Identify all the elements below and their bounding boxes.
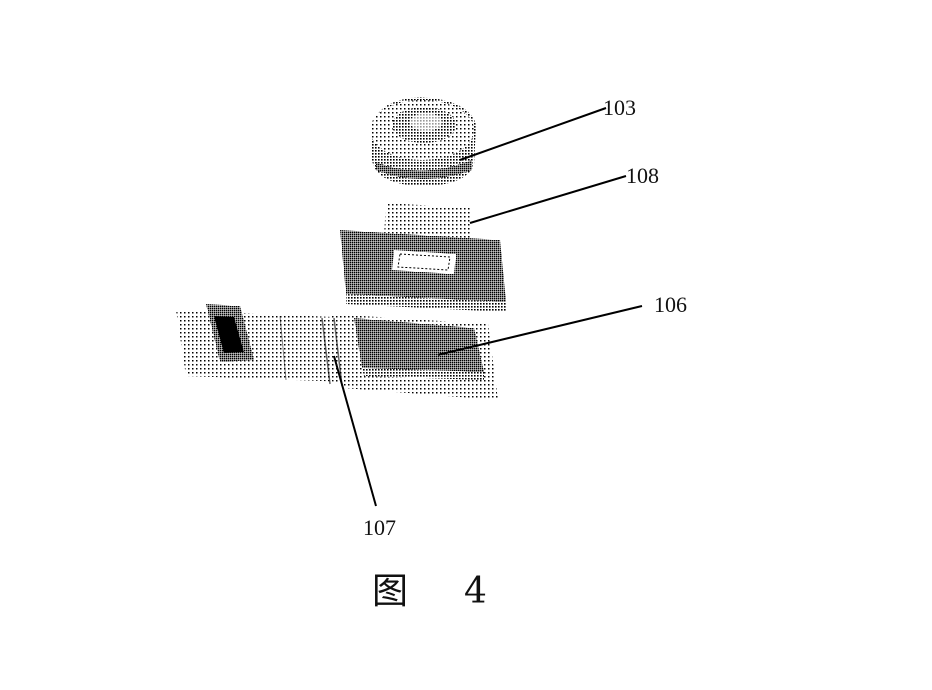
connector-part xyxy=(206,304,254,362)
leader-line-106 xyxy=(437,305,643,356)
label-103: 103 xyxy=(603,95,636,120)
lens-holder-part xyxy=(340,230,506,312)
leader-line-108 xyxy=(469,175,627,224)
lens-part xyxy=(370,97,476,186)
label-108: 108 xyxy=(626,163,659,188)
caption-prefix: 图 xyxy=(372,571,409,612)
label-106: 106 xyxy=(654,292,687,317)
leader-line-103 xyxy=(459,107,607,161)
caption-number: 4 xyxy=(464,571,487,612)
label-107: 107 xyxy=(363,515,396,540)
leader-line-107 xyxy=(333,355,377,507)
sensor-part xyxy=(354,318,484,380)
